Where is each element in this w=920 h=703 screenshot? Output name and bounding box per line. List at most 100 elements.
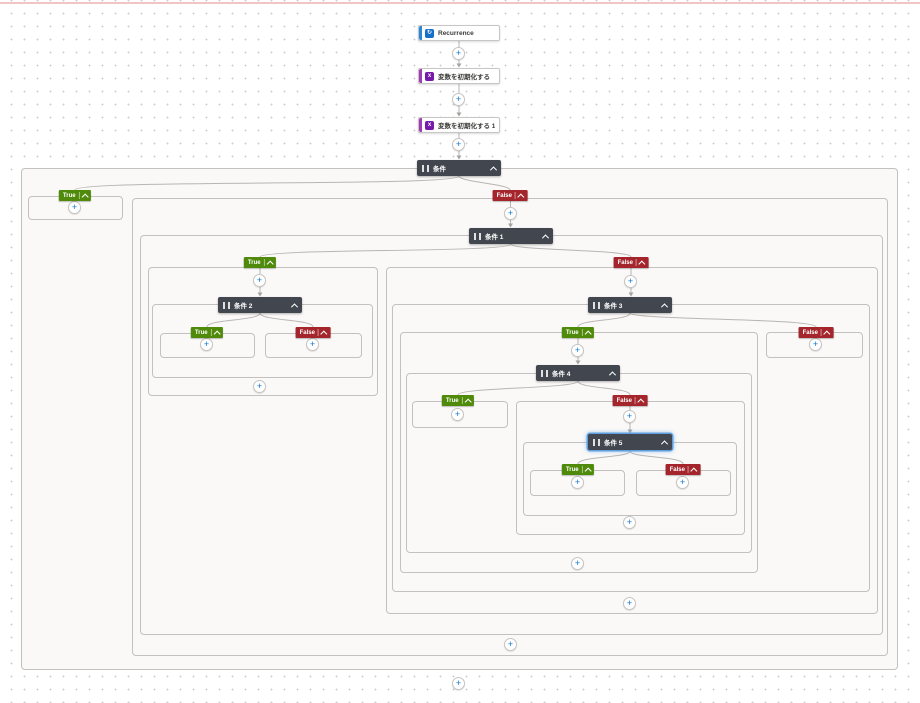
- condition-card-2[interactable]: 条件 2: [218, 297, 302, 313]
- recurrence-icon: ↻: [425, 28, 434, 38]
- badge-label: False: [616, 397, 632, 404]
- add-action-button[interactable]: +: [623, 410, 636, 423]
- branch-badge-false[interactable]: False: [665, 464, 701, 475]
- branch-badge-true[interactable]: True: [243, 257, 277, 268]
- chevron-up-icon[interactable]: [608, 370, 617, 378]
- chevron-up-icon[interactable]: [81, 193, 89, 201]
- accent-bar: [419, 69, 422, 83]
- badge-label: True: [565, 329, 579, 336]
- chevron-up-icon[interactable]: [660, 302, 669, 310]
- branch-badge-false[interactable]: False: [492, 190, 528, 201]
- add-action-button[interactable]: +: [68, 201, 81, 214]
- add-action-button[interactable]: +: [452, 677, 465, 690]
- chevron-up-icon[interactable]: [690, 467, 698, 475]
- branch-badge-true[interactable]: True: [58, 190, 92, 201]
- branch-badge-true[interactable]: True: [561, 327, 595, 338]
- badge-separator: [461, 397, 463, 404]
- chevron-up-icon[interactable]: [637, 398, 645, 406]
- condition-label: 条件 4: [552, 371, 571, 378]
- condition-card-1[interactable]: 条件 1: [469, 228, 553, 244]
- badge-separator: [263, 259, 265, 266]
- badge-label: True: [445, 397, 459, 404]
- chevron-up-icon[interactable]: [290, 302, 299, 310]
- chevron-up-icon[interactable]: [541, 233, 550, 241]
- badge-label: False: [496, 192, 512, 199]
- branch-badge-false[interactable]: False: [613, 257, 649, 268]
- card-label: 変数を初期化する: [438, 74, 490, 81]
- condition-label: 条件 3: [604, 303, 623, 310]
- add-action-button[interactable]: +: [676, 476, 689, 489]
- branch-badge-false[interactable]: False: [612, 395, 648, 406]
- badge-separator: [514, 192, 516, 199]
- condition-card-4[interactable]: 条件 4: [536, 365, 620, 381]
- branch-badge-false[interactable]: False: [295, 327, 331, 338]
- badge-label: False: [802, 329, 818, 336]
- add-action-button[interactable]: +: [624, 275, 637, 288]
- chevron-up-icon[interactable]: [517, 193, 525, 201]
- condition-icon: [474, 232, 481, 240]
- top-accent-line: [0, 2, 920, 4]
- chevron-up-icon[interactable]: [823, 330, 831, 338]
- add-action-button[interactable]: +: [623, 516, 636, 529]
- add-action-button[interactable]: +: [253, 274, 266, 287]
- add-action-button[interactable]: +: [452, 93, 465, 106]
- branch-badge-false[interactable]: False: [798, 327, 834, 338]
- badge-separator: [687, 466, 689, 473]
- add-action-button[interactable]: +: [623, 597, 636, 610]
- add-action-button[interactable]: +: [200, 338, 213, 351]
- badge-label: True: [194, 329, 208, 336]
- chevron-up-icon[interactable]: [266, 260, 274, 268]
- add-action-button[interactable]: +: [571, 476, 584, 489]
- add-action-button[interactable]: +: [306, 338, 319, 351]
- accent-bar: [419, 26, 422, 40]
- add-action-button[interactable]: +: [809, 338, 822, 351]
- condition-icon: [593, 301, 600, 309]
- add-action-button[interactable]: +: [571, 344, 584, 357]
- variable-icon: x: [425, 71, 434, 81]
- branch-badge-true[interactable]: True: [190, 327, 224, 338]
- card-label: 変数を初期化する 1: [438, 123, 496, 130]
- condition-card-root[interactable]: 条件: [417, 160, 501, 176]
- action-card-initialize-variable-1[interactable]: x 変数を初期化する 1: [418, 117, 500, 133]
- condition-icon: [223, 301, 230, 309]
- condition-card-3[interactable]: 条件 3: [588, 297, 672, 313]
- chevron-up-icon[interactable]: [638, 260, 646, 268]
- condition-label: 条件 2: [234, 303, 253, 310]
- condition-icon: [541, 369, 548, 377]
- add-action-button[interactable]: +: [504, 638, 517, 651]
- badge-label: True: [62, 192, 76, 199]
- action-card-initialize-variable[interactable]: x 変数を初期化する: [418, 68, 500, 84]
- chevron-up-icon[interactable]: [464, 398, 472, 406]
- card-label: Recurrence: [438, 29, 474, 37]
- badge-separator: [581, 329, 583, 336]
- badge-separator: [635, 259, 637, 266]
- accent-bar: [419, 118, 422, 132]
- trigger-card-recurrence[interactable]: ↻ Recurrence: [418, 25, 500, 41]
- badge-separator: [581, 466, 583, 473]
- add-action-button[interactable]: +: [504, 207, 517, 220]
- chevron-up-icon[interactable]: [213, 330, 221, 338]
- chevron-up-icon[interactable]: [489, 165, 498, 173]
- chevron-up-icon[interactable]: [660, 439, 669, 447]
- badge-label: False: [617, 259, 633, 266]
- condition-icon: [422, 164, 429, 172]
- chevron-up-icon[interactable]: [584, 467, 592, 475]
- branch-badge-true[interactable]: True: [561, 464, 595, 475]
- add-action-button[interactable]: +: [452, 47, 465, 60]
- chevron-up-icon[interactable]: [584, 330, 592, 338]
- condition-label: 条件 1: [485, 234, 504, 241]
- badge-separator: [317, 329, 319, 336]
- condition-card-5-selected[interactable]: 条件 5: [588, 434, 672, 450]
- badge-separator: [634, 397, 636, 404]
- variable-icon: x: [425, 120, 434, 130]
- add-action-button[interactable]: +: [451, 408, 464, 421]
- add-action-button[interactable]: +: [452, 138, 465, 151]
- branch-badge-true[interactable]: True: [441, 395, 475, 406]
- badge-label: True: [565, 466, 579, 473]
- add-action-button[interactable]: +: [253, 380, 266, 393]
- chevron-up-icon[interactable]: [320, 330, 328, 338]
- condition-label: 条件: [433, 166, 446, 173]
- add-action-button[interactable]: +: [571, 557, 584, 570]
- badge-separator: [210, 329, 212, 336]
